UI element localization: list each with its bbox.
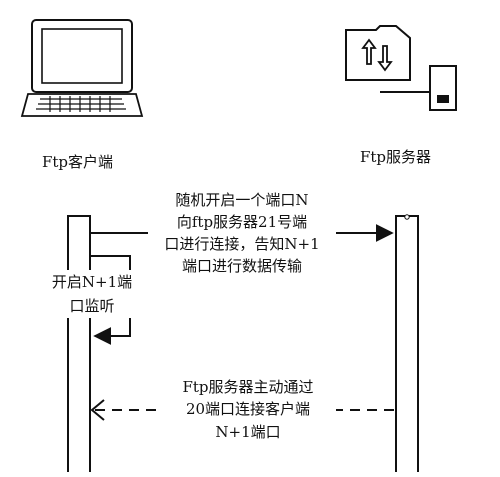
client-label: Ftp客户端 <box>42 153 113 171</box>
self-listen-line-2: 口监听 <box>69 297 114 315</box>
server-connect-line-2: 20端口连接客户端 <box>186 400 310 418</box>
server-lifeline <box>395 215 419 477</box>
server-connect-arrowhead <box>90 399 105 421</box>
server-label: Ftp服务器 <box>360 148 431 166</box>
connect-line-2: 向ftp服务器21号端 <box>177 213 307 231</box>
server-connect-line-1: Ftp服务器主动通过 <box>182 378 313 396</box>
desktop-computer-icon <box>20 19 144 117</box>
server-connect-line-3: N+1端口 <box>215 423 280 441</box>
connect-line-4: 端口进行数据传输 <box>182 257 302 275</box>
self-listen-label-bg <box>46 270 140 318</box>
self-listen-line-1: 开启N+1端 <box>52 273 132 291</box>
server-lifeline-anchor <box>404 214 410 220</box>
connect-line-3: 口进行连接，告知N+1 <box>164 235 319 253</box>
ftp-server-icon <box>345 25 457 111</box>
client-lifeline <box>67 215 91 477</box>
server-connect-label-bg <box>160 376 336 448</box>
connect-line-1: 随机开启一个端口N <box>175 191 308 209</box>
connect-label-bg <box>148 188 336 274</box>
